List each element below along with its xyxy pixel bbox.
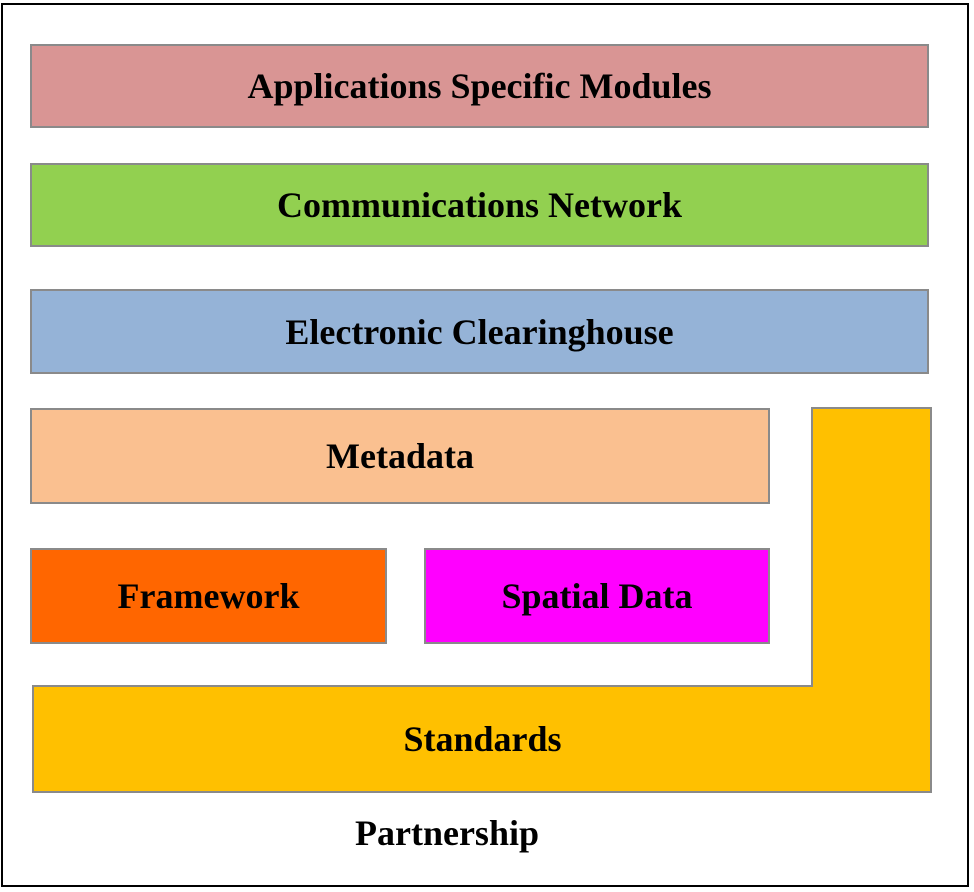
standards-shape: [32, 407, 932, 793]
framework-block: Framework: [30, 548, 387, 644]
communications-layer-label: Communications Network: [277, 185, 682, 225]
applications-layer-label: Applications Specific Modules: [247, 66, 712, 106]
partnership-label: Partnership: [355, 813, 539, 853]
standards-label-box: Standards: [33, 686, 932, 792]
standards-label: Standards: [403, 719, 562, 759]
spatial-data-block-label: Spatial Data: [501, 576, 693, 616]
diagram-frame: [1, 3, 969, 887]
clearinghouse-layer-label: Electronic Clearinghouse: [285, 311, 674, 352]
metadata-layer: Metadata: [30, 408, 770, 504]
framework-block-label: Framework: [117, 576, 300, 616]
communications-layer: Communications Network: [30, 163, 929, 247]
metadata-layer-label: Metadata: [326, 436, 474, 476]
spatial-data-block: Spatial Data: [424, 548, 770, 644]
applications-layer: Applications Specific Modules: [30, 44, 929, 128]
clearinghouse-layer: Electronic Clearinghouse: [30, 289, 929, 374]
